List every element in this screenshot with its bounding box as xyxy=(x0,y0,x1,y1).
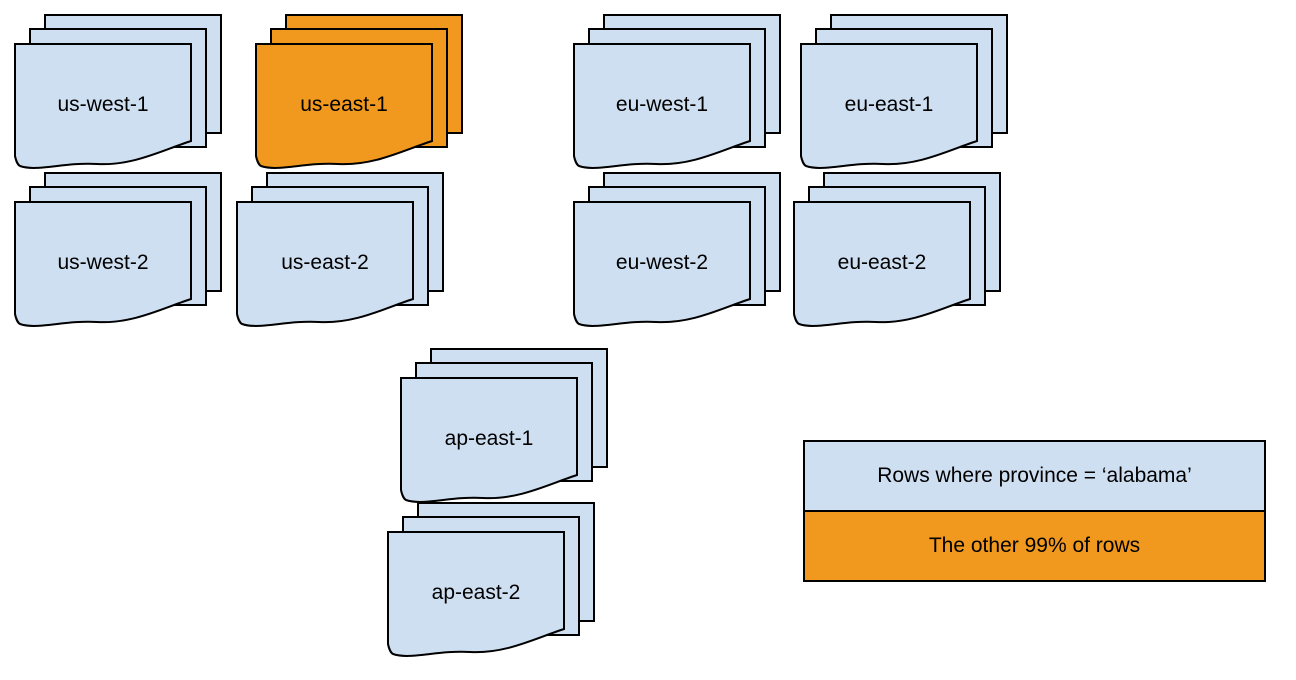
region-document-stack-us-west-1: us-west-1 xyxy=(14,14,222,169)
document-page-front xyxy=(573,201,751,327)
region-document-stack-us-east-2: us-east-2 xyxy=(236,172,444,327)
legend-item-label: The other 99% of rows xyxy=(928,534,1141,557)
region-label: us-west-2 xyxy=(57,251,148,274)
region-label: ap-east-1 xyxy=(445,427,534,450)
document-page-front xyxy=(14,43,192,169)
region-label: eu-west-2 xyxy=(616,251,708,274)
legend-item-label: Rows where province = ‘alabama’ xyxy=(877,464,1192,487)
document-page-front xyxy=(236,201,414,327)
document-page-front xyxy=(387,531,565,657)
region-label: ap-east-2 xyxy=(432,581,521,604)
document-page-front xyxy=(573,43,751,169)
document-page-front xyxy=(793,201,971,327)
region-label: us-west-1 xyxy=(57,93,148,116)
region-label: eu-west-1 xyxy=(616,93,708,116)
region-label: us-east-1 xyxy=(300,93,388,116)
region-document-stack-us-east-1: us-east-1 xyxy=(255,14,463,169)
region-label: us-east-2 xyxy=(281,251,369,274)
legend: Rows where province = ‘alabama’ The othe… xyxy=(803,440,1266,582)
document-page-front xyxy=(800,43,978,169)
region-document-stack-eu-east-1: eu-east-1 xyxy=(800,14,1008,169)
region-document-stack-ap-east-1: ap-east-1 xyxy=(400,348,608,503)
region-document-stack-eu-east-2: eu-east-2 xyxy=(793,172,1001,327)
document-page-front xyxy=(400,377,578,503)
legend-item-other-rows: The other 99% of rows xyxy=(805,510,1264,580)
document-page-front xyxy=(255,43,433,169)
region-document-stack-eu-west-2: eu-west-2 xyxy=(573,172,781,327)
region-document-stack-us-west-2: us-west-2 xyxy=(14,172,222,327)
region-document-stack-ap-east-2: ap-east-2 xyxy=(387,502,595,657)
region-document-stack-eu-west-1: eu-west-1 xyxy=(573,14,781,169)
region-label: eu-east-2 xyxy=(838,251,927,274)
legend-item-alabama-rows: Rows where province = ‘alabama’ xyxy=(805,442,1264,510)
document-page-front xyxy=(14,201,192,327)
region-label: eu-east-1 xyxy=(845,93,934,116)
